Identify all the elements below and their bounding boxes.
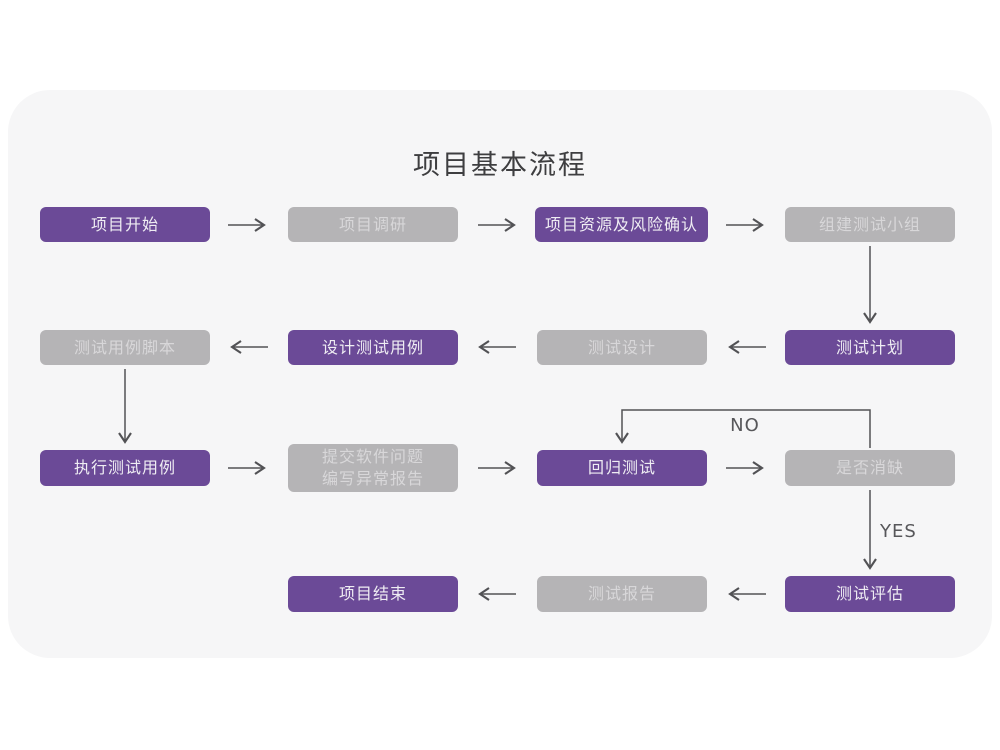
node-regression-test: 回归测试 [537, 450, 707, 486]
page-title: 项目基本流程 [413, 150, 587, 181]
branch-label-yes: YES [880, 521, 917, 542]
flowchart-card [8, 90, 992, 658]
node-label: 测试用例脚本 [73, 337, 176, 357]
node-label: 组建测试小组 [818, 214, 921, 234]
node-build-test-team: 组建测试小组 [785, 207, 955, 242]
node-test-case-script: 测试用例脚本 [40, 330, 210, 365]
node-label: 项目结束 [338, 584, 407, 603]
node-resource-risk-confirm: 项目资源及风险确认 [535, 207, 708, 242]
node-label-line1: 提交软件问题 [321, 447, 424, 466]
node-project-start: 项目开始 [40, 207, 210, 242]
node-label: 执行测试用例 [73, 458, 176, 477]
node-label: 回归测试 [587, 458, 656, 477]
node-label: 测试计划 [835, 337, 904, 357]
node-label: 项目调研 [338, 214, 407, 234]
node-project-research: 项目调研 [288, 207, 458, 242]
node-test-report: 测试报告 [537, 576, 707, 612]
node-submit-issues-report: 提交软件问题编写异常报告 [288, 444, 458, 492]
node-label: 设计测试用例 [321, 337, 424, 357]
node-defect-resolved: 是否消缺 [785, 450, 955, 486]
node-label: 测试报告 [587, 584, 656, 603]
node-label-line2: 编写异常报告 [321, 469, 424, 488]
node-project-end: 项目结束 [288, 576, 458, 612]
node-execute-test-cases: 执行测试用例 [40, 450, 210, 486]
node-design-test-cases: 设计测试用例 [288, 330, 458, 365]
node-label: 测试设计 [587, 337, 656, 357]
node-test-design: 测试设计 [537, 330, 707, 365]
node-test-evaluation: 测试评估 [785, 576, 955, 612]
node-test-plan: 测试计划 [785, 330, 955, 365]
node-label: 测试评估 [835, 584, 904, 603]
node-label: 项目开始 [90, 214, 159, 234]
node-label: 项目资源及风险确认 [544, 214, 698, 234]
node-label: 是否消缺 [835, 458, 904, 477]
branch-label-no: NO [730, 415, 760, 436]
